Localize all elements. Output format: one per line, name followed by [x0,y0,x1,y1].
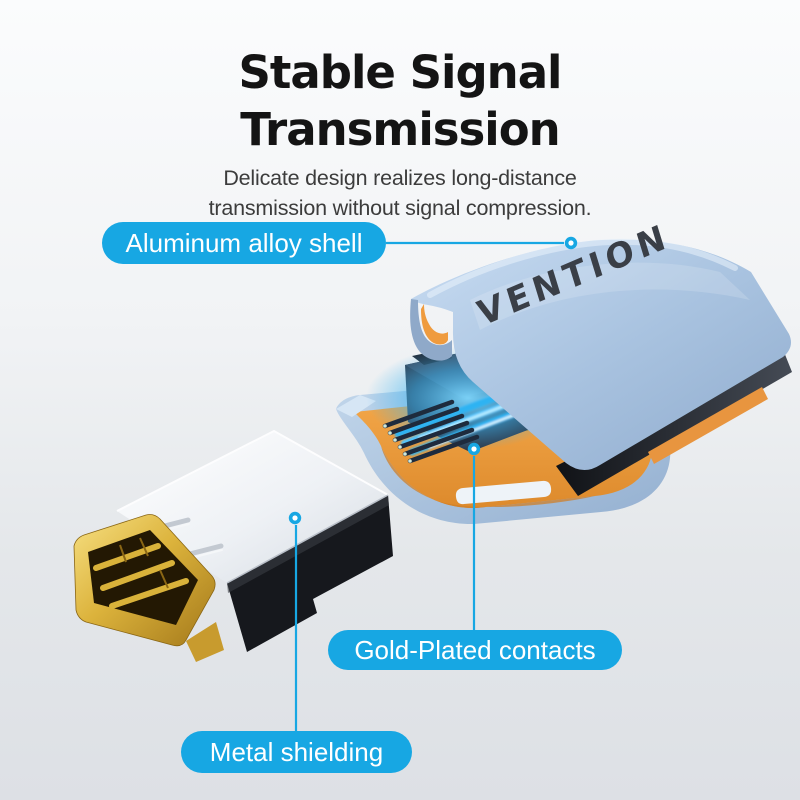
callout-label-metal-shielding: Metal shielding [181,731,412,773]
callout-label-gold-plated-contacts: Gold-Plated contacts [328,630,622,670]
subtitle-line-2: transmission without signal compression. [208,195,592,220]
adapter-exploded-view: VENTION [336,216,792,525]
callout-label-aluminum-alloy-shell: Aluminum alloy shell [102,222,386,264]
metal-callout-dot-icon [288,511,302,525]
gold-callout-dot-icon [467,442,481,456]
callout-label-text: Metal shielding [209,736,384,767]
callout-connectors [288,236,578,732]
callout-label-text: Aluminum alloy shell [125,227,363,258]
title-line-1: Stable Signal [238,46,563,100]
page-title: Stable Signal Transmission [0,44,800,158]
tray-highlight [455,480,552,505]
aluminum-callout-dot-icon [564,236,578,250]
hdmi-connector [73,429,393,662]
shell-underside [556,352,792,496]
shield-top-face [117,431,388,583]
title-line-2: Transmission [240,103,560,157]
callout-label-text: Gold-Plated contacts [354,634,596,665]
shell-hook [410,299,452,361]
page-subtitle: Delicate design realizes long-distance t… [0,163,800,223]
shield-black-side [227,495,393,652]
subtitle-line-1: Delicate design realizes long-distance [223,165,577,190]
gold-plug-front [73,514,224,662]
contact-comb [382,399,480,464]
